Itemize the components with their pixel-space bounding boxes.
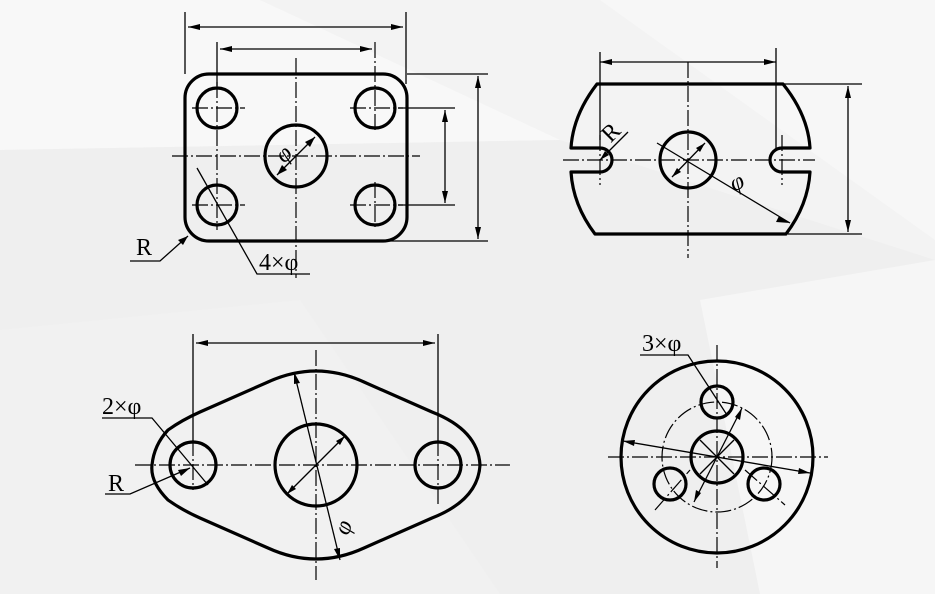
holes-label: 2×φ <box>102 394 141 420</box>
figure-diamond-flange: φ 2×φ R <box>102 334 510 580</box>
radius-label: R <box>136 235 152 261</box>
center-diameter-label: φ <box>270 140 298 168</box>
figure-rectangular-plate: φ R 4×φ <box>130 12 488 278</box>
figure-circular-flange: 3×φ <box>608 331 828 568</box>
radius-label: R <box>596 118 626 148</box>
figure-slotted-plate: φ R <box>563 48 862 258</box>
holes-label: 3×φ <box>642 331 681 357</box>
radius-label: R <box>108 471 124 497</box>
holes-label: 4×φ <box>259 250 298 276</box>
diameter-label: φ <box>725 168 748 197</box>
